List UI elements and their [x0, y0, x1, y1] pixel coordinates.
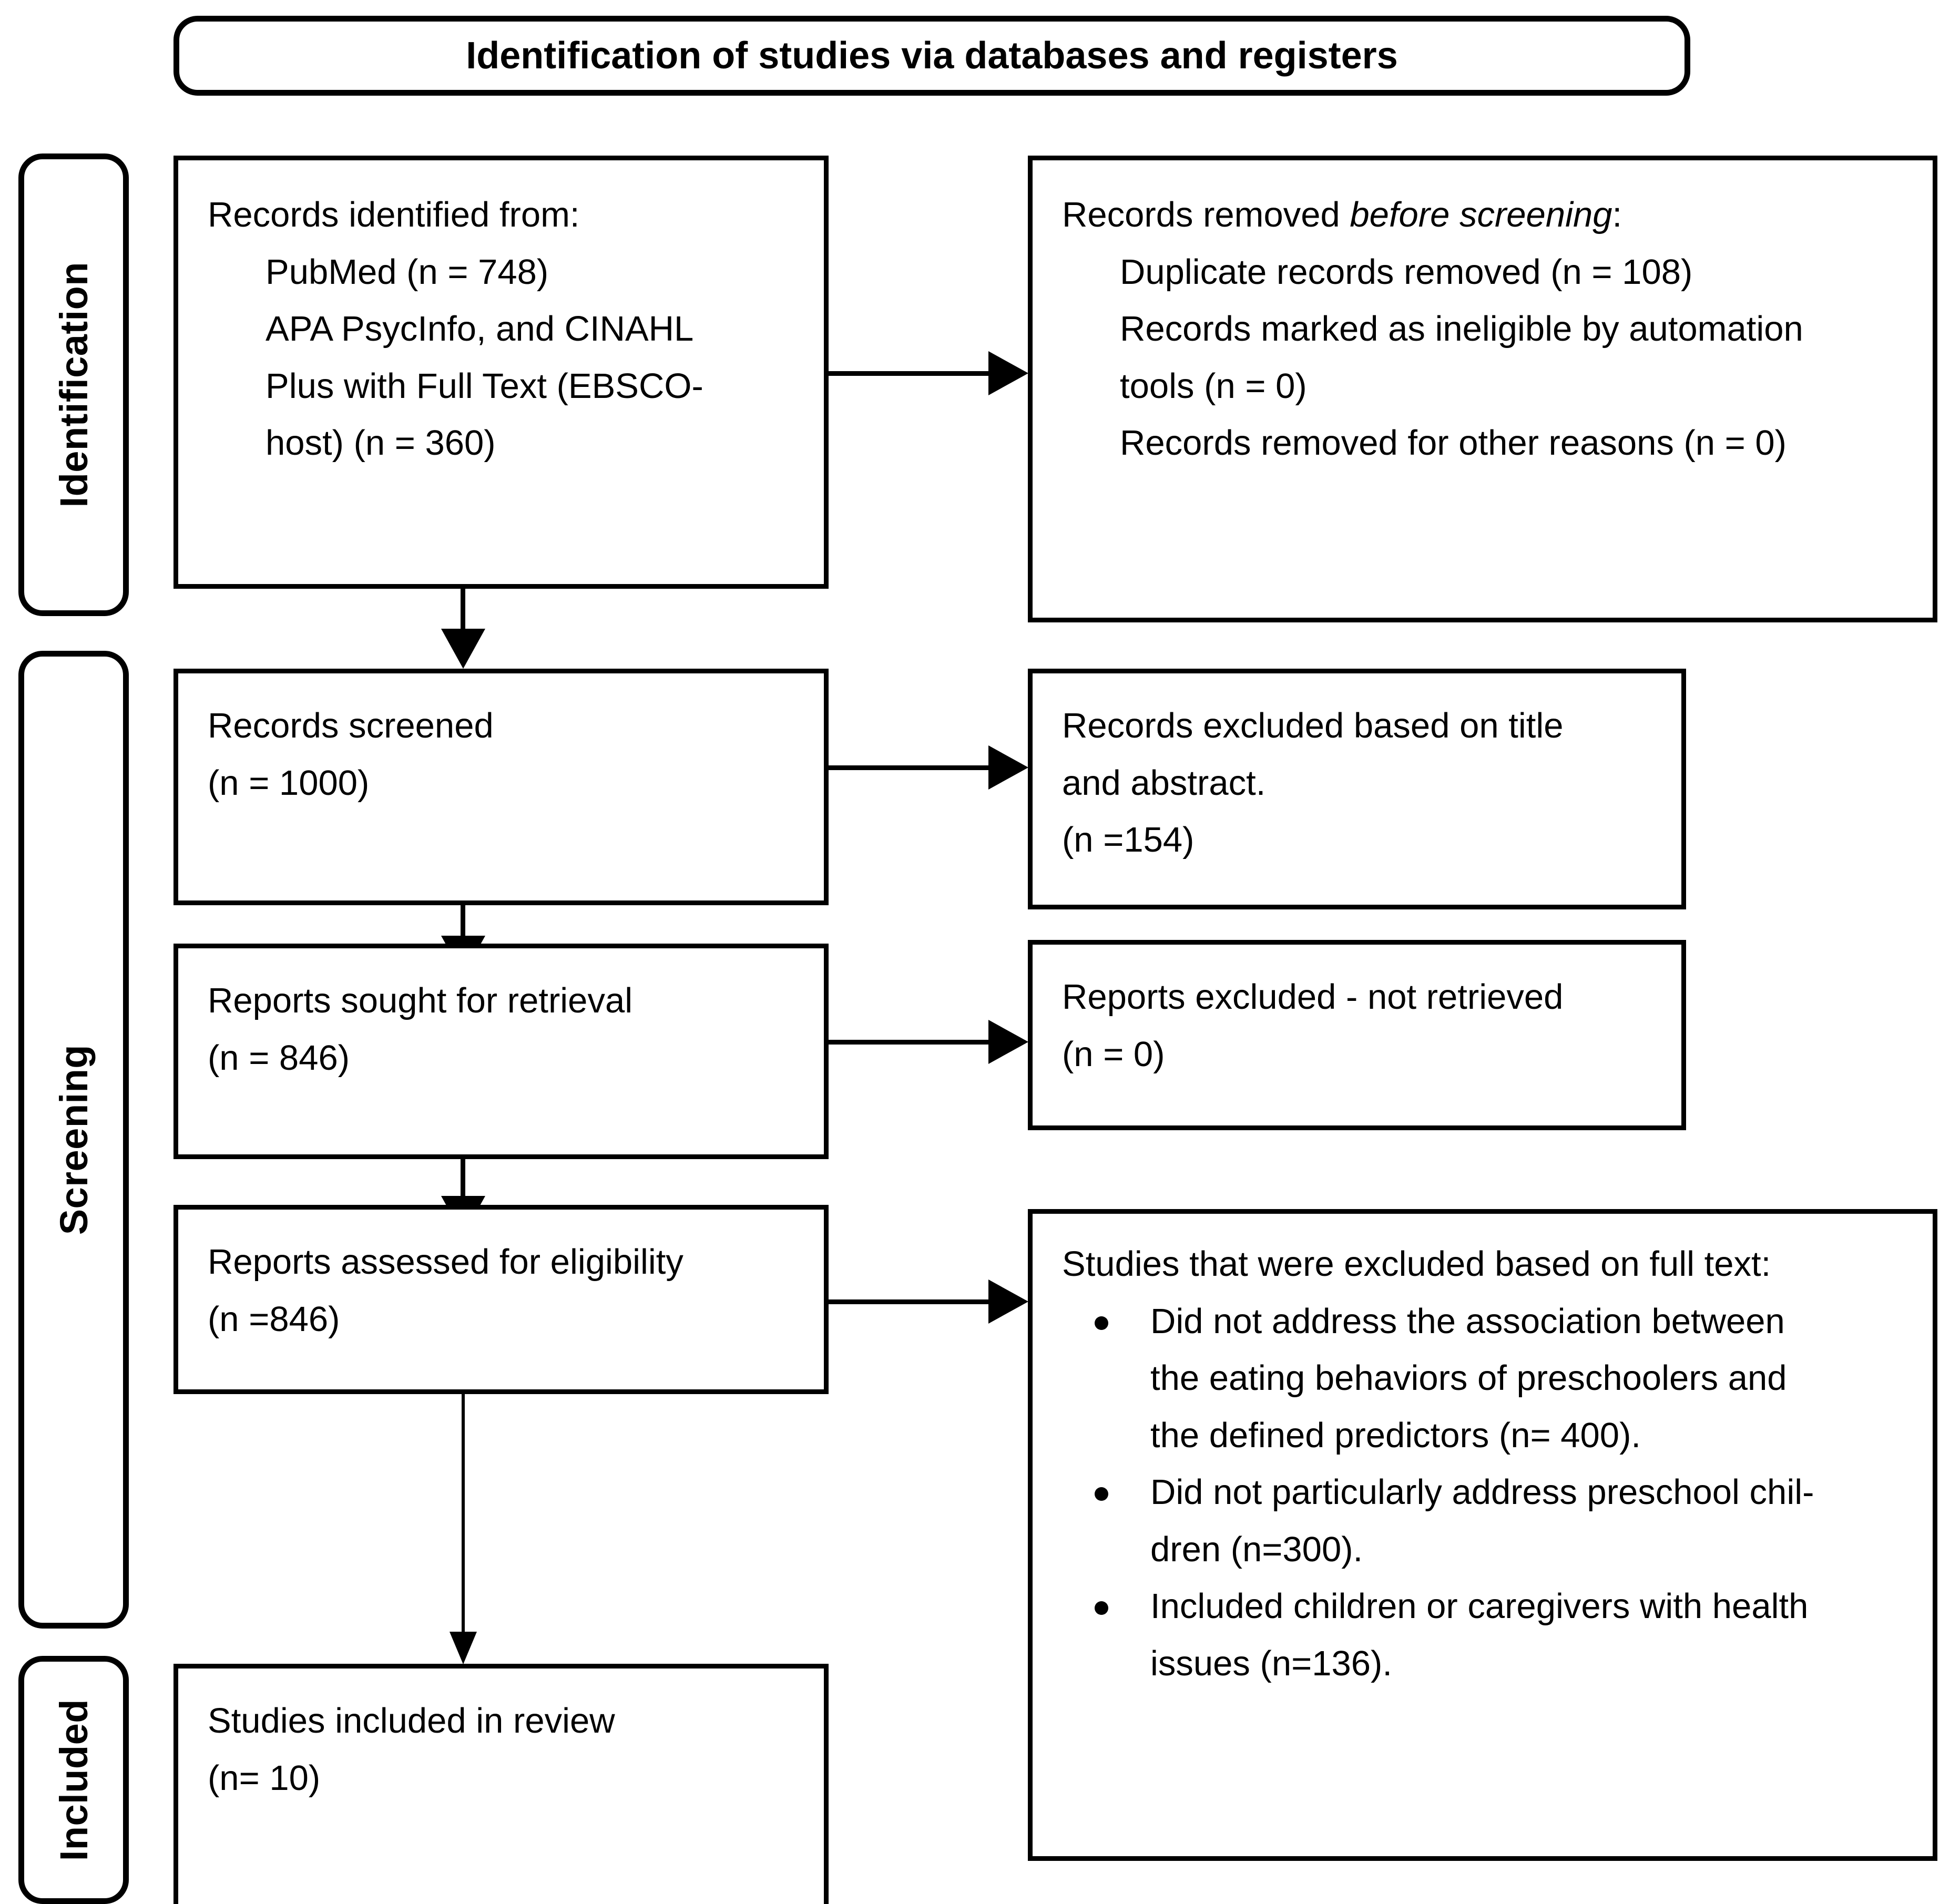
stage-label-screening-text: Screening	[52, 1044, 96, 1235]
studies-included-line-2: (n= 10)	[208, 1758, 321, 1798]
box-studies-included: Studies included in review (n= 10)	[173, 1664, 829, 1904]
bullet-1-line-3: the defined predictors (n= 400).	[1150, 1415, 1641, 1455]
records-identified-source-1: PubMed (n = 748)	[266, 252, 549, 292]
bullet-1-line-2: the eating behaviors of preschoolers and	[1150, 1358, 1787, 1398]
connector-identified-to-removed	[829, 371, 992, 376]
reports-assessed-content: Reports assessed for eligibility (n =846…	[208, 1234, 806, 1348]
stage-label-included-text: Included	[52, 1698, 96, 1861]
records-removed-heading-plain: Records removed	[1062, 195, 1350, 234]
connector-sought-to-assessed	[461, 1158, 465, 1207]
reports-assessed-line-2: (n =846)	[208, 1299, 340, 1339]
records-removed-item-3: tools (n = 0)	[1120, 366, 1307, 406]
reports-not-retrieved-content: Reports excluded - not retrieved (n = 0)	[1062, 969, 1663, 1083]
records-removed-heading-italic: before screening	[1350, 195, 1612, 234]
bullet-1-line-1: Did not address the association between	[1150, 1301, 1785, 1341]
reports-sought-line-2: (n = 846)	[208, 1038, 350, 1078]
arrowhead-identified-to-screened	[441, 629, 485, 669]
reports-not-retrieved-line-2: (n = 0)	[1062, 1034, 1165, 1074]
reports-assessed-line-1: Reports assessed for eligibility	[208, 1242, 683, 1282]
box-reports-not-retrieved: Reports excluded - not retrieved (n = 0)	[1028, 940, 1686, 1130]
stage-label-identification: Identification	[18, 153, 129, 616]
connector-assessed-to-included	[462, 1394, 465, 1636]
records-screened-line-2: (n = 1000)	[208, 763, 370, 803]
bullet-dot-icon	[1095, 1316, 1108, 1330]
connector-assessed-to-excluded-fulltext	[829, 1299, 992, 1304]
bullet-dot-icon	[1095, 1487, 1108, 1501]
stage-label-identification-text: Identification	[52, 262, 96, 508]
list-item: Did not address the association between …	[1062, 1293, 1915, 1465]
reports-sought-line-1: Reports sought for retrieval	[208, 981, 633, 1020]
records-identified-source-3: Plus with Full Text (EBSCO-	[266, 366, 703, 406]
records-removed-item-4: Records removed for other reasons (n = 0…	[1120, 423, 1787, 463]
records-removed-content: Records removed before screening: Duplic…	[1062, 187, 1915, 472]
records-removed-heading: Records removed before screening:	[1062, 195, 1622, 234]
box-reports-assessed: Reports assessed for eligibility (n =846…	[173, 1205, 829, 1394]
studies-excluded-bullet-list: Did not address the association between …	[1062, 1293, 1915, 1693]
list-item: Did not particularly address preschool c…	[1062, 1464, 1915, 1578]
records-screened-content: Records screened (n = 1000)	[208, 698, 806, 812]
bullet-3-line-2: issues (n=136).	[1150, 1643, 1392, 1683]
connector-sought-to-not-retrieved	[829, 1040, 992, 1045]
arrowhead-screened-to-excluded	[988, 745, 1028, 790]
box-records-removed-before-screening: Records removed before screening: Duplic…	[1028, 156, 1937, 622]
records-excluded-line-3: (n =154)	[1062, 820, 1195, 860]
arrowhead-sought-to-not-retrieved	[988, 1020, 1028, 1064]
connector-screened-to-excluded	[829, 765, 992, 770]
studies-included-line-1: Studies included in review	[208, 1701, 615, 1741]
studies-included-content: Studies included in review (n= 10)	[208, 1693, 806, 1807]
records-identified-heading: Records identified from:	[208, 195, 580, 234]
page-title: Identification of studies via databases …	[466, 35, 1398, 77]
records-identified-source-4: host) (n = 360)	[266, 423, 496, 463]
studies-excluded-heading: Studies that were excluded based on full…	[1062, 1244, 1771, 1284]
arrowhead-assessed-to-excluded-fulltext	[988, 1279, 1028, 1324]
records-identified-content: Records identified from: PubMed (n = 748…	[208, 187, 806, 472]
records-identified-source-2: APA PsycInfo, and CINAHL	[266, 309, 694, 349]
stage-label-screening: Screening	[18, 651, 129, 1629]
records-removed-item-2: Records marked as ineligible by automati…	[1120, 309, 1803, 349]
arrowhead-assessed-to-included	[450, 1632, 477, 1664]
records-excluded-line-2: and abstract.	[1062, 763, 1266, 803]
box-records-excluded: Records excluded based on title and abst…	[1028, 669, 1686, 909]
connector-identified-to-screened	[461, 588, 465, 640]
bullet-3-line-1: Included children or caregivers with hea…	[1150, 1586, 1809, 1626]
connector-screened-to-sought	[461, 904, 465, 947]
box-reports-sought: Reports sought for retrieval (n = 846)	[173, 944, 829, 1159]
stage-label-included: Included	[18, 1656, 129, 1904]
bullet-2-line-2: dren (n=300).	[1150, 1529, 1363, 1569]
records-removed-heading-tail: :	[1612, 195, 1622, 234]
reports-not-retrieved-line-1: Reports excluded - not retrieved	[1062, 977, 1564, 1017]
arrowhead-identified-to-removed	[988, 351, 1028, 395]
studies-excluded-fulltext-content: Studies that were excluded based on full…	[1062, 1236, 1915, 1692]
records-excluded-line-1: Records excluded based on title	[1062, 706, 1564, 745]
records-excluded-content: Records excluded based on title and abst…	[1062, 698, 1663, 869]
bullet-dot-icon	[1095, 1601, 1108, 1615]
diagram-title-box: Identification of studies via databases …	[173, 16, 1690, 96]
box-records-identified: Records identified from: PubMed (n = 748…	[173, 156, 829, 589]
box-studies-excluded-fulltext: Studies that were excluded based on full…	[1028, 1209, 1937, 1861]
list-item: Included children or caregivers with hea…	[1062, 1578, 1915, 1692]
reports-sought-content: Reports sought for retrieval (n = 846)	[208, 973, 806, 1087]
bullet-2-line-1: Did not particularly address preschool c…	[1150, 1472, 1814, 1512]
box-records-screened: Records screened (n = 1000)	[173, 669, 829, 905]
records-removed-item-1: Duplicate records removed (n = 108)	[1120, 252, 1693, 292]
records-screened-line-1: Records screened	[208, 706, 494, 745]
